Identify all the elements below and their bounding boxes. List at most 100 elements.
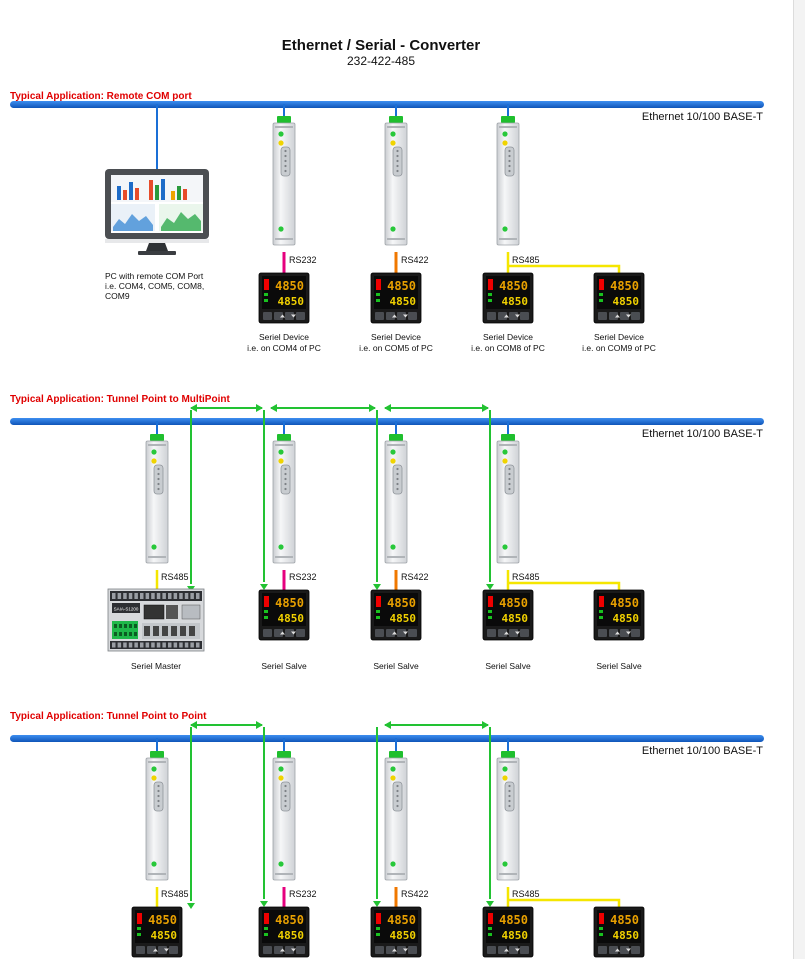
out-indicator — [376, 927, 380, 930]
terminal — [140, 593, 144, 599]
module-housing — [272, 757, 296, 881]
io-slot — [144, 626, 150, 636]
display-bottom: 4850 — [390, 295, 417, 308]
db9-pin — [284, 164, 287, 168]
device-key — [285, 629, 294, 637]
device-key — [263, 946, 272, 954]
db9-pin — [284, 467, 287, 471]
db9-pin — [157, 477, 160, 481]
terminal-screw — [129, 632, 132, 636]
converter-module — [272, 434, 296, 564]
device-display — [597, 276, 641, 309]
device-caption: Seriel Salve — [485, 661, 531, 671]
device-key — [263, 629, 272, 637]
alarm-indicator — [264, 913, 269, 924]
db9-pin — [508, 477, 511, 481]
terminal-screw — [114, 624, 117, 628]
module-ridge — [387, 238, 405, 240]
device-caption: Seriel Device — [259, 332, 309, 342]
ethernet-connector — [389, 751, 403, 758]
device-key — [263, 312, 272, 320]
ethernet-bus — [10, 418, 764, 425]
display-top: 4850 — [387, 596, 416, 610]
terminal — [173, 642, 178, 648]
alarm-indicator — [376, 913, 381, 924]
serial-device: 4850 4850 — [593, 906, 645, 958]
module-ridge — [275, 444, 293, 446]
key-down-icon — [515, 314, 520, 318]
screen-bar — [149, 180, 153, 200]
display-bottom: 4850 — [613, 295, 640, 308]
db9-pin — [508, 804, 511, 808]
key-up-icon — [280, 314, 285, 318]
io-slot — [162, 626, 168, 636]
terminal — [128, 642, 133, 648]
key-down-icon — [515, 948, 520, 952]
db9-pin — [508, 154, 511, 158]
screen-bar — [161, 179, 165, 200]
device-key — [520, 946, 529, 954]
module-housing — [145, 440, 169, 564]
out-indicator — [376, 610, 380, 613]
section-title: Typical Application: Remote COM port — [10, 91, 192, 102]
display-bottom: 4850 — [278, 612, 305, 625]
io-slot — [153, 626, 159, 636]
display-bottom: 4850 — [613, 612, 640, 625]
scrollbar[interactable] — [793, 0, 805, 959]
key-down-icon — [291, 314, 296, 318]
key-down-icon — [515, 631, 520, 635]
ethernet-connector — [501, 434, 515, 441]
module-ridge — [148, 444, 166, 446]
terminal — [145, 593, 150, 599]
terminal — [196, 593, 200, 599]
db9-pin — [396, 804, 399, 808]
display-top: 4850 — [387, 913, 416, 927]
terminal — [190, 593, 194, 599]
ethernet-connector — [389, 434, 403, 441]
monitor-foot — [138, 251, 176, 255]
screen-bar — [135, 188, 139, 200]
module-ridge — [499, 761, 517, 763]
db9-pin — [284, 477, 287, 481]
device-key — [509, 946, 518, 954]
out-indicator — [137, 933, 141, 936]
terminal-screw — [114, 632, 117, 636]
activity-led — [390, 775, 396, 781]
io-slot — [171, 626, 177, 636]
tunnel-arrowhead — [373, 901, 381, 907]
screen-bar — [183, 189, 187, 200]
tunnel-arrowhead — [187, 903, 195, 909]
device-key — [136, 946, 145, 954]
device-key — [498, 312, 507, 320]
activity-led — [278, 775, 284, 781]
power-led — [151, 544, 157, 550]
device-key — [631, 946, 640, 954]
display-top: 4850 — [610, 913, 639, 927]
db9-pin — [508, 799, 511, 803]
out-indicator — [264, 299, 268, 302]
db9-pin — [284, 169, 287, 173]
module-ridge — [275, 873, 293, 875]
terminal — [117, 593, 122, 599]
port-label: RS232 — [289, 572, 317, 582]
device-key — [609, 946, 618, 954]
db9-pin — [396, 477, 399, 481]
pc-caption: i.e. COM4, COM5, COM8, — [105, 281, 204, 291]
device-key — [375, 629, 384, 637]
display-bottom: 4850 — [151, 929, 178, 942]
display-bottom: 4850 — [502, 929, 529, 942]
module-ridge — [148, 873, 166, 875]
display-bottom: 4850 — [613, 929, 640, 942]
alarm-indicator — [488, 596, 493, 607]
out-indicator — [599, 610, 603, 613]
key-up-icon — [615, 631, 620, 635]
page-subtitle: 232-422-485 — [347, 54, 415, 68]
display-top: 4850 — [499, 279, 528, 293]
device-caption: Seriel Salve — [261, 661, 307, 671]
terminal — [179, 642, 183, 648]
display-top: 4850 — [275, 279, 304, 293]
terminal — [162, 593, 166, 599]
